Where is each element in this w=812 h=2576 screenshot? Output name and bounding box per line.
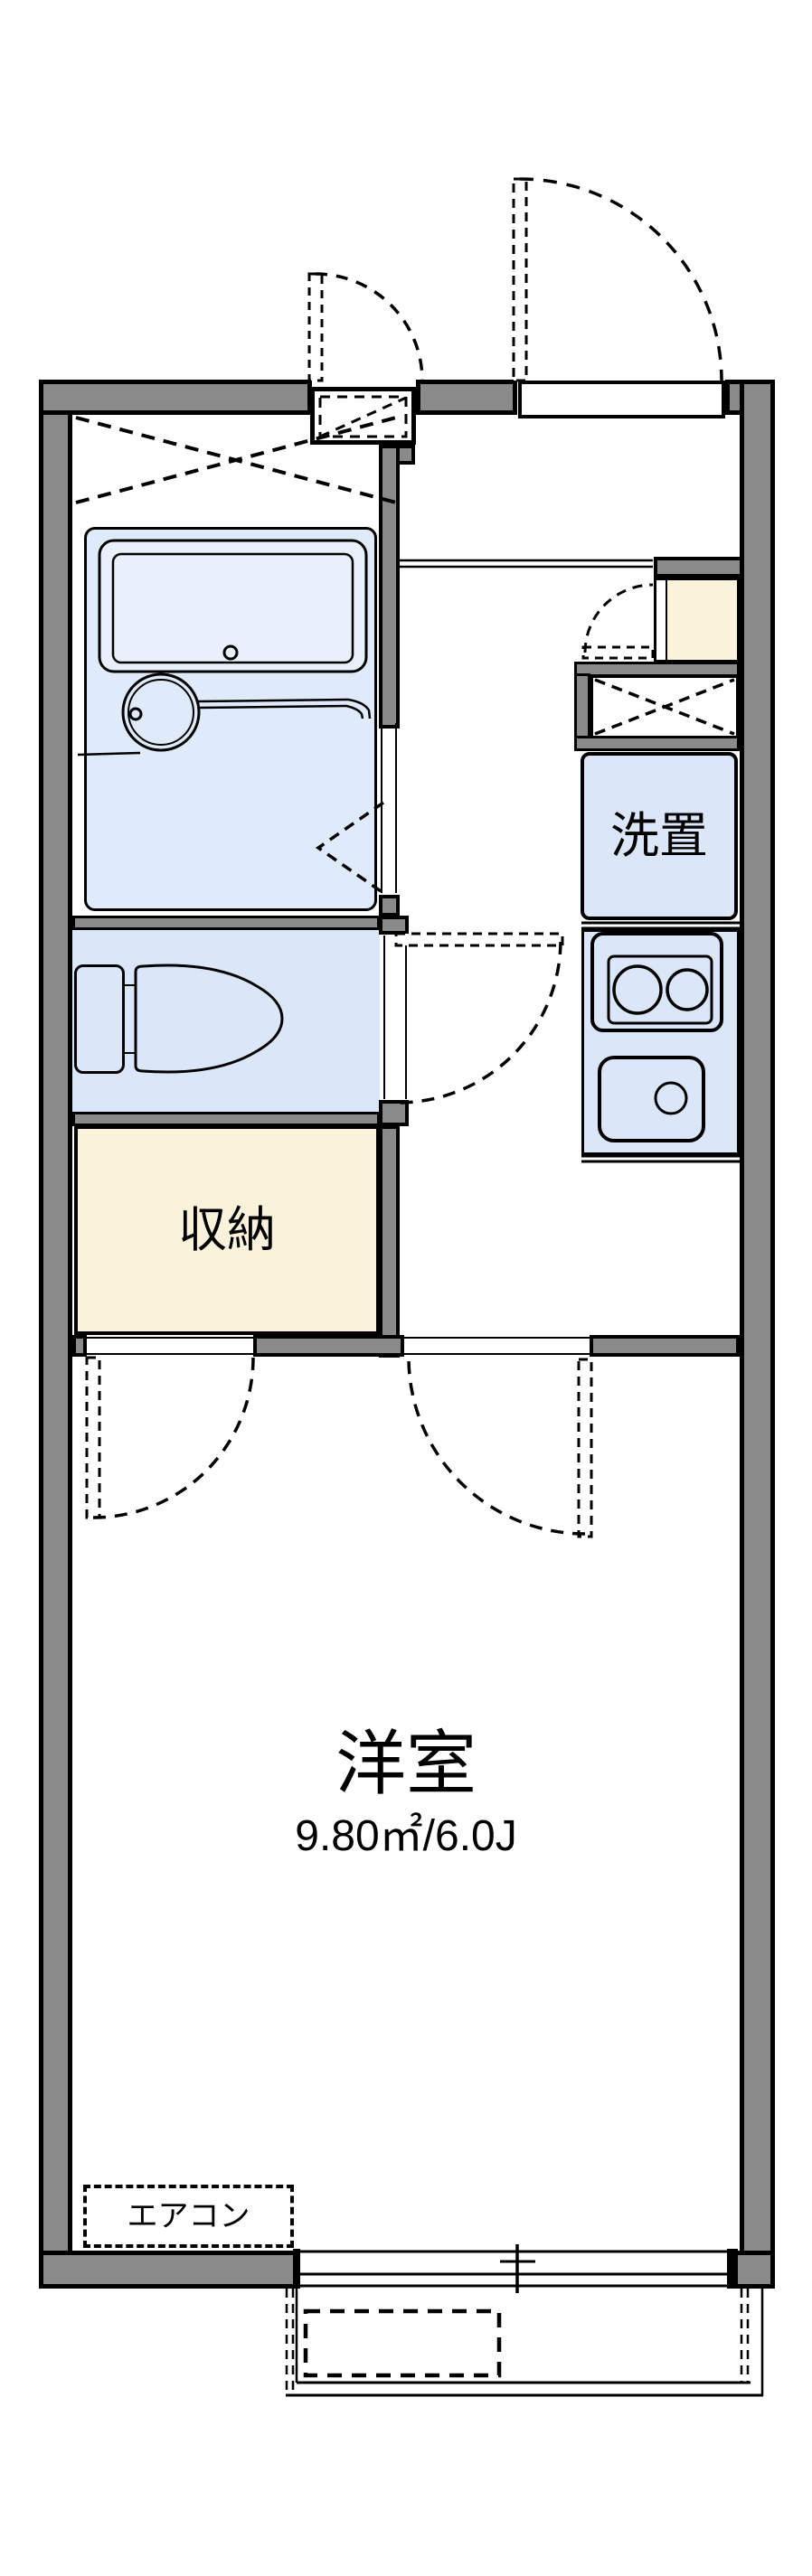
wall-right: [740, 380, 775, 2289]
wall-toilet-bottom: [72, 1112, 380, 1126]
pipe-space-x: [594, 678, 735, 736]
aircon-label: エアコン: [127, 2199, 250, 2233]
entrance-door: [512, 177, 723, 382]
bathroom-door-jambs: [381, 723, 397, 893]
genkan-step-edge: [400, 559, 653, 569]
closet-door: [85, 1356, 255, 1519]
stove: [590, 932, 723, 1032]
toilet-tank: [74, 964, 125, 1074]
washer-space-box: [581, 752, 738, 920]
wall-bath-hall-divider: [379, 445, 400, 729]
washbasin-faucet: [128, 707, 143, 721]
washbasin: [121, 672, 201, 752]
main-room-door-arc: [407, 1357, 586, 1536]
toilet-bowl: [125, 964, 284, 1074]
wall-room-top-stub-left: [72, 1335, 87, 1357]
meter-box-door: [307, 272, 424, 382]
toilet-door-arc: [397, 941, 562, 1105]
wall-bottom-left: [39, 2251, 298, 2289]
bathroom-folding-door: [315, 801, 384, 895]
stove-burner-right: [666, 968, 709, 1011]
window-jamb-right: [727, 2249, 738, 2289]
balcony-dashed-rails: [285, 2289, 750, 2394]
main-room-size-label: 9.80㎡/6.0J: [295, 1812, 517, 1860]
room-opening-lines: [86, 1337, 590, 1355]
shoe-cabinet-door: [581, 583, 655, 660]
shoe-cabinet-door-arc: [583, 583, 654, 653]
wall-pipe-space-top: [574, 662, 740, 677]
bathtub: [98, 539, 368, 673]
bathroom-upper-shelf-x: [75, 416, 397, 504]
storage-closet-box: [74, 1125, 380, 1335]
balcony: [285, 2289, 764, 2397]
wall-room-top-mid: [253, 1335, 404, 1357]
sink-faucet: [654, 1081, 688, 1115]
kitchen-counter-edges: [581, 921, 740, 1163]
aircon-box: [83, 2185, 294, 2248]
wall-top-left: [39, 380, 312, 415]
sliding-window: [298, 2244, 730, 2293]
wall-room-top-right: [590, 1335, 740, 1357]
main-room-label: 洋室: [335, 1724, 477, 1803]
bath-counter-lines: [77, 698, 372, 757]
toilet-door: [383, 932, 564, 1105]
closet-door-leaf: [85, 1356, 101, 1519]
stove-burner-left: [612, 964, 663, 1015]
wall-left: [39, 380, 72, 2289]
toilet-door-leaf: [394, 932, 564, 947]
wall-toilet-top: [72, 916, 380, 930]
wall-toilet-door-top-stub: [379, 916, 409, 935]
main-room-door-leaf: [577, 1358, 593, 1538]
meter-box-door-arc: [315, 272, 424, 381]
entrance-door-leaf: [512, 177, 528, 382]
window-jamb-left: [293, 2249, 300, 2289]
main-room-door: [407, 1357, 593, 1538]
shoe-cabinet-door-strip: [656, 580, 667, 660]
meter-box-dashed-detail: [318, 395, 408, 438]
wall-top-mid: [416, 380, 517, 415]
washer-space-label: 洗置: [610, 809, 708, 863]
wall-shoe-cabinet-top: [654, 557, 743, 578]
balcony-dashed-area: [303, 2308, 502, 2378]
closet-door-arc: [92, 1357, 255, 1519]
meter-box-door-leaf: [307, 272, 324, 382]
wall-toilet-door-bottom-stub: [379, 1100, 409, 1126]
entrance-door-arc: [519, 177, 723, 381]
wall-pipe-space-bottom: [574, 736, 740, 751]
wall-bath-door-stub: [379, 895, 400, 917]
entrance-step: [518, 381, 725, 418]
bathtub-drain: [222, 644, 239, 661]
shoe-cabinet-box: [654, 578, 740, 663]
kitchen-sink: [598, 1056, 705, 1142]
storage-label: 収納: [178, 1203, 276, 1257]
shoe-cabinet-door-leaf: [581, 645, 655, 660]
